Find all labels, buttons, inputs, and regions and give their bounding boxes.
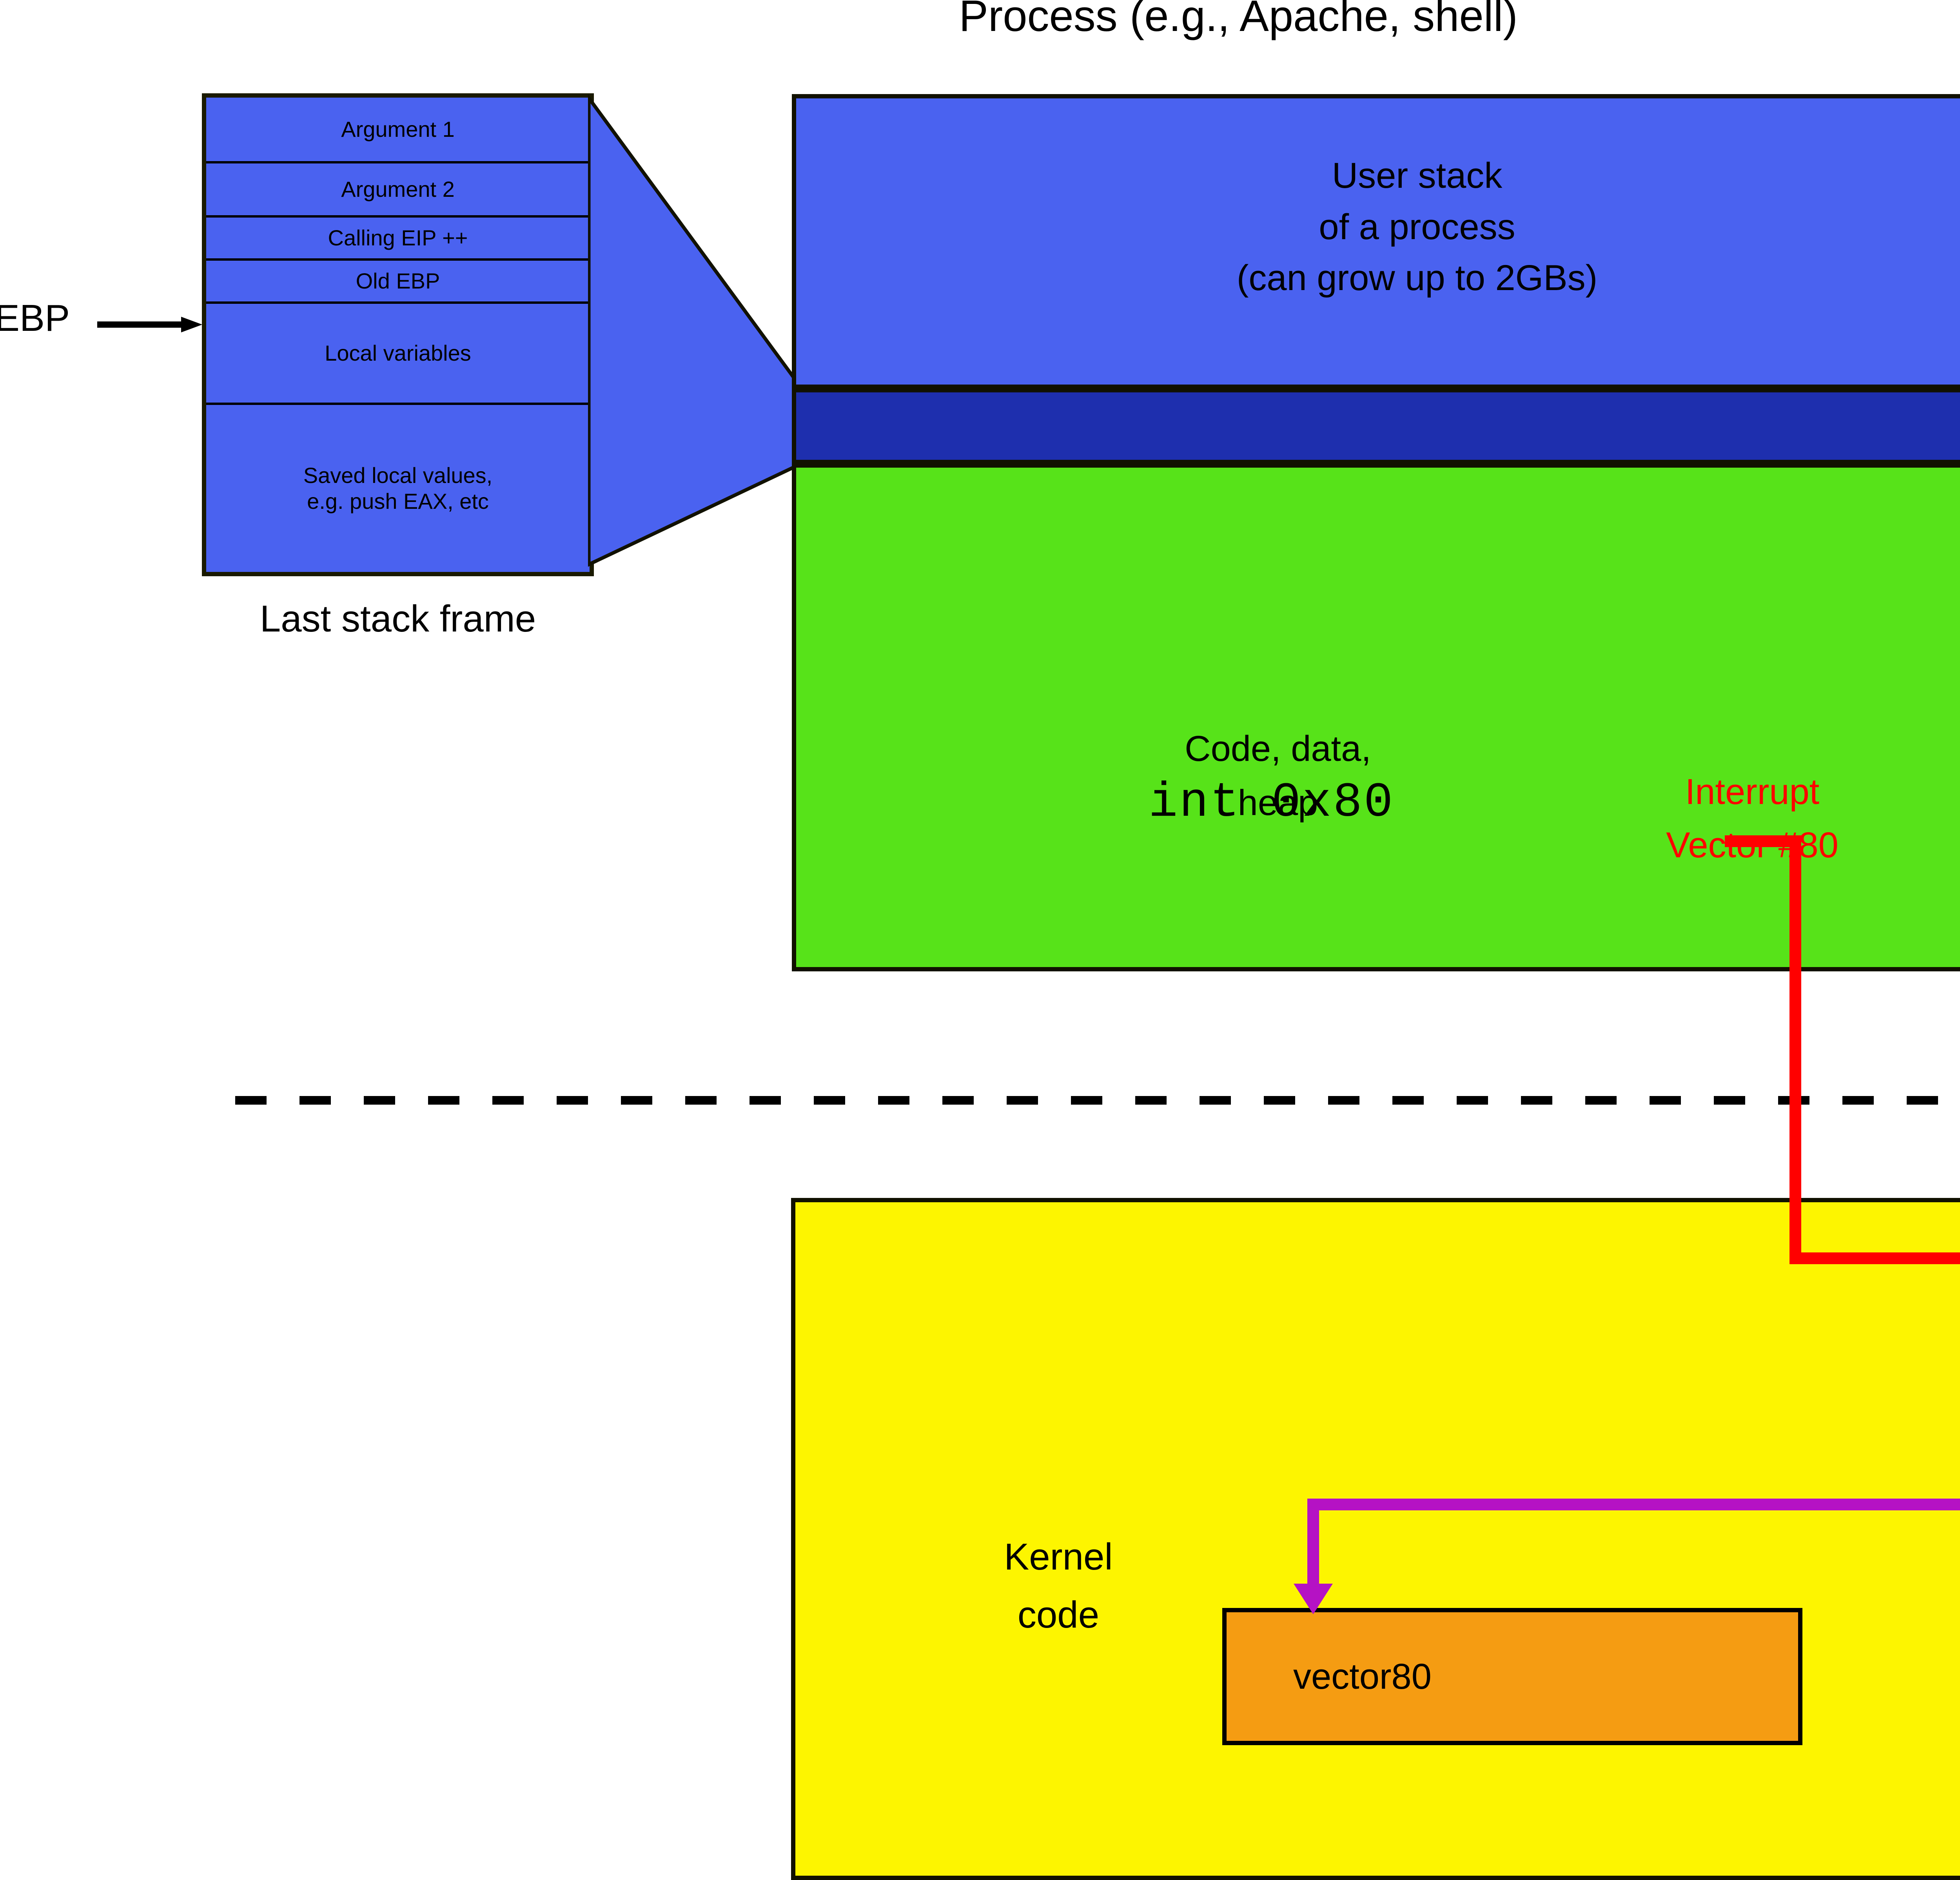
last-stack-frame-caption: Last stack frame xyxy=(260,598,536,640)
stack-frame-connector-wedge xyxy=(588,94,804,567)
last-stack-frame-box: Argument 1 Argument 2 Calling EIP ++ Old… xyxy=(202,93,594,576)
stack-row-label: Local variables xyxy=(325,340,471,365)
vector80-handler-label: vector80 xyxy=(1293,1656,1432,1697)
stack-row-calling-eip: Calling EIP ++ xyxy=(206,218,590,261)
stack-row-label: Argument 2 xyxy=(341,176,455,201)
stack-row-saved-local-values: Saved local values,e.g. push EAX, etc xyxy=(206,405,590,572)
stack-row-label: Argument 1 xyxy=(341,116,455,142)
stack-row-argument-1: Argument 1 xyxy=(206,98,590,163)
stack-row-argument-2: Argument 2 xyxy=(206,163,590,218)
vector80-handler-box: vector80 xyxy=(1222,1608,1802,1745)
stack-row-old-ebp: Old EBP xyxy=(206,261,590,304)
user-kernel-boundary-divider xyxy=(235,1096,1960,1105)
stack-row-label: Calling EIP ++ xyxy=(328,225,468,250)
page-title: Process (e.g., Apache, shell) xyxy=(959,0,1518,40)
stack-gap-strip xyxy=(792,389,1960,463)
ebp-pointer-arrow-icon xyxy=(97,317,202,332)
int-0x80-instruction: int 0x80 xyxy=(1149,776,1395,831)
stack-row-label: Saved local values,e.g. push EAX, etc xyxy=(303,463,493,514)
stack-row-label: Old EBP xyxy=(356,268,440,293)
stack-row-local-variables: Local variables xyxy=(206,304,590,405)
ebp-register-label: EBP xyxy=(0,297,70,339)
code-data-heap-label: Code, data,heap xyxy=(1185,729,1371,823)
